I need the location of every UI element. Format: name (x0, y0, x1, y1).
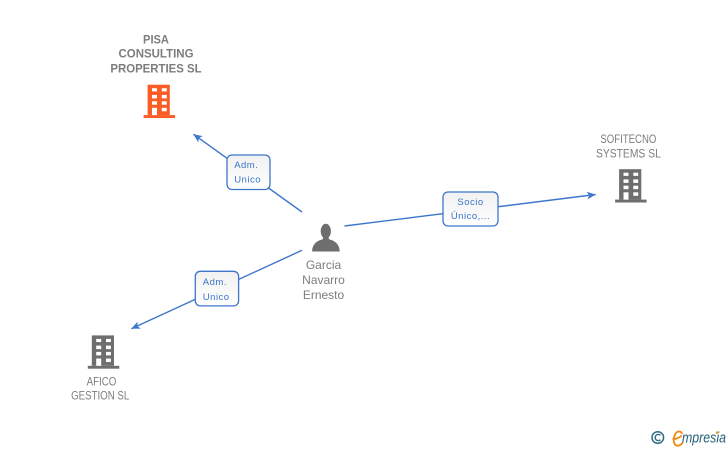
svg-text:Ernesto: Ernesto (303, 288, 345, 302)
svg-text:Adm.: Adm. (234, 160, 258, 171)
svg-text:Adm.: Adm. (203, 277, 227, 288)
svg-text:Unico: Unico (203, 292, 230, 303)
svg-text:Navarro: Navarro (302, 273, 345, 287)
svg-text:AFICO: AFICO (87, 376, 117, 388)
svg-text:Unico: Unico (234, 175, 261, 186)
svg-text:GESTION SL: GESTION SL (71, 390, 130, 402)
svg-text:PROPERTIES SL: PROPERTIES SL (110, 63, 201, 75)
svg-text:Garcia: Garcia (306, 258, 342, 272)
svg-text:SYSTEMS SL: SYSTEMS SL (596, 149, 661, 161)
svg-text:Socio: Socio (457, 197, 483, 208)
svg-text:mpresia: mpresia (682, 430, 726, 447)
svg-text:Único,...: Único,... (451, 211, 490, 222)
svg-text:SOFITECNO: SOFITECNO (600, 134, 656, 146)
svg-text:PISA: PISA (143, 35, 169, 47)
svg-text:CONSULTING: CONSULTING (119, 48, 194, 60)
